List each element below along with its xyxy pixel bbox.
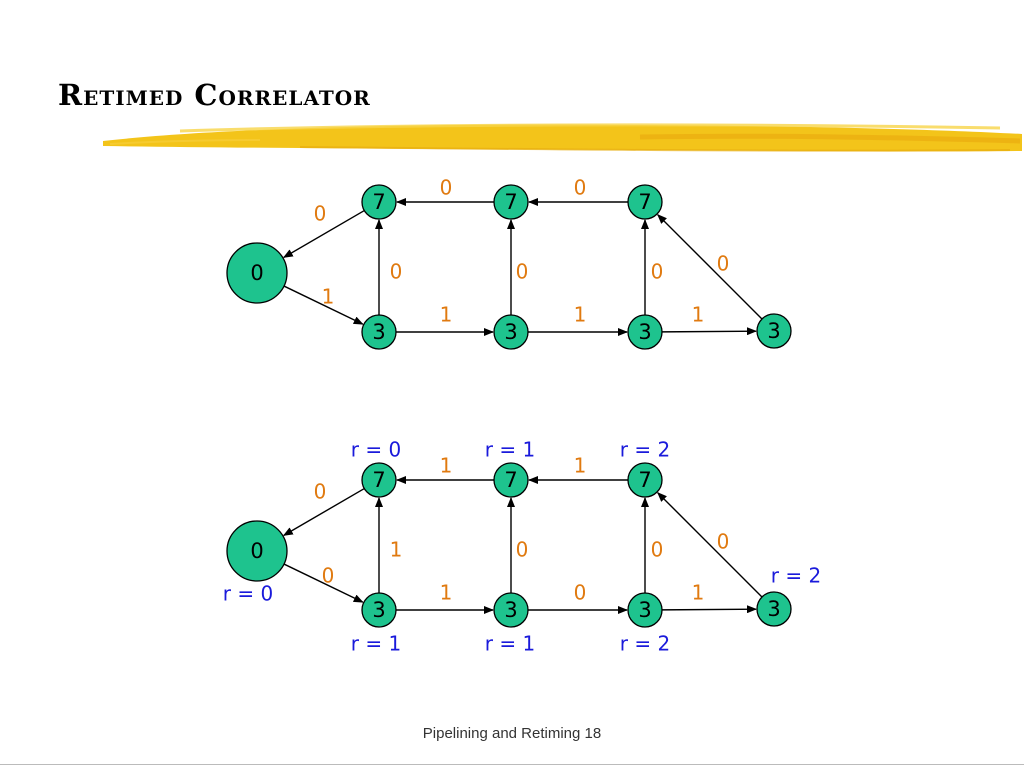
retiming-label-a3: r = 2 xyxy=(620,438,670,462)
bottom-divider xyxy=(0,764,1024,765)
slide-title: Retimed Correlator xyxy=(58,78,371,112)
retiming-label-b4: r = 2 xyxy=(771,564,821,588)
node-b2 xyxy=(493,592,529,628)
node-host xyxy=(226,520,288,582)
edge-weight-label: 1 xyxy=(574,454,587,478)
retiming-label-host: r = 0 xyxy=(223,582,273,606)
node-a2 xyxy=(493,184,529,220)
node-a3 xyxy=(627,462,663,498)
edge-b4-to-a3 xyxy=(657,214,763,320)
node-label: 3 xyxy=(504,598,517,622)
edge-b3-to-b4 xyxy=(661,605,758,614)
edge-weight-label: 0 xyxy=(516,260,529,284)
node-a2 xyxy=(493,462,529,498)
node-b3 xyxy=(627,314,663,350)
node-label: 3 xyxy=(504,320,517,344)
node-a1 xyxy=(361,462,397,498)
edge-weight-label: 0 xyxy=(717,530,730,554)
node-label: 0 xyxy=(250,261,263,285)
node-label: 3 xyxy=(638,598,651,622)
edge-weight-label: 1 xyxy=(440,454,453,478)
edge-weight-label: 0 xyxy=(651,538,664,562)
edge-host-to-b1 xyxy=(283,285,364,325)
node-label: 3 xyxy=(767,597,780,621)
edge-weight-label: 1 xyxy=(390,538,403,562)
edge-weight-label: 0 xyxy=(314,480,327,504)
edge-weight-label: 0 xyxy=(390,260,403,284)
retiming-label-b2: r = 1 xyxy=(485,632,535,656)
node-a1 xyxy=(361,184,397,220)
node-label: 3 xyxy=(372,320,385,344)
edge-a1-to-host xyxy=(282,209,365,259)
node-b2 xyxy=(493,314,529,350)
edge-weight-label: 0 xyxy=(314,202,327,226)
node-b4 xyxy=(756,591,792,627)
edge-weight-label: 1 xyxy=(440,303,453,327)
node-label: 0 xyxy=(250,539,263,563)
node-label: 7 xyxy=(504,190,517,214)
edge-a1-to-host xyxy=(282,487,365,537)
node-label: 3 xyxy=(372,598,385,622)
yellow-brush-stroke-decoration xyxy=(103,123,1022,152)
retiming-label-b3: r = 2 xyxy=(620,632,670,656)
node-label: 7 xyxy=(372,468,385,492)
node-host xyxy=(226,242,288,304)
node-b4 xyxy=(756,313,792,349)
retiming-label-b1: r = 1 xyxy=(351,632,401,656)
node-label: 7 xyxy=(638,468,651,492)
node-a3 xyxy=(627,184,663,220)
node-label: 7 xyxy=(504,468,517,492)
edge-host-to-b1 xyxy=(283,563,364,603)
edge-weight-label: 0 xyxy=(717,252,730,276)
slide-footer: Pipelining and Retiming 18 xyxy=(422,725,602,742)
node-label: 7 xyxy=(638,190,651,214)
edge-weight-label: 1 xyxy=(322,285,335,309)
node-label: 7 xyxy=(372,190,385,214)
retiming-label-a2: r = 1 xyxy=(485,438,535,462)
edge-b4-to-a3 xyxy=(657,492,763,598)
edge-weight-label: 1 xyxy=(692,303,705,327)
edge-weight-label: 0 xyxy=(440,176,453,200)
edge-b3-to-b4 xyxy=(661,327,758,336)
node-label: 3 xyxy=(767,319,780,343)
node-b1 xyxy=(361,314,397,350)
edge-weight-label: 0 xyxy=(516,538,529,562)
original-graph: 0 1 0 0 0 0 0 0 1 1 1 0 7 7 7 3 3 3 3 xyxy=(226,176,792,350)
node-b3 xyxy=(627,592,663,628)
node-label: 3 xyxy=(638,320,651,344)
edge-weight-label: 1 xyxy=(440,581,453,605)
edge-weight-label: 0 xyxy=(574,581,587,605)
edge-weight-label: 0 xyxy=(322,564,335,588)
edge-weight-label: 0 xyxy=(574,176,587,200)
retiming-label-a1: r = 0 xyxy=(351,438,401,462)
edge-weight-label: 1 xyxy=(692,581,705,605)
retimed-graph: 0 0 1 1 1 0 0 0 1 0 1 0 7 7 7 3 3 3 3 r = 0 r = 1 r = 2 r = 0 r… xyxy=(223,438,821,656)
edge-weight-label: 1 xyxy=(574,303,587,327)
edge-weight-label: 0 xyxy=(651,260,664,284)
node-b1 xyxy=(361,592,397,628)
